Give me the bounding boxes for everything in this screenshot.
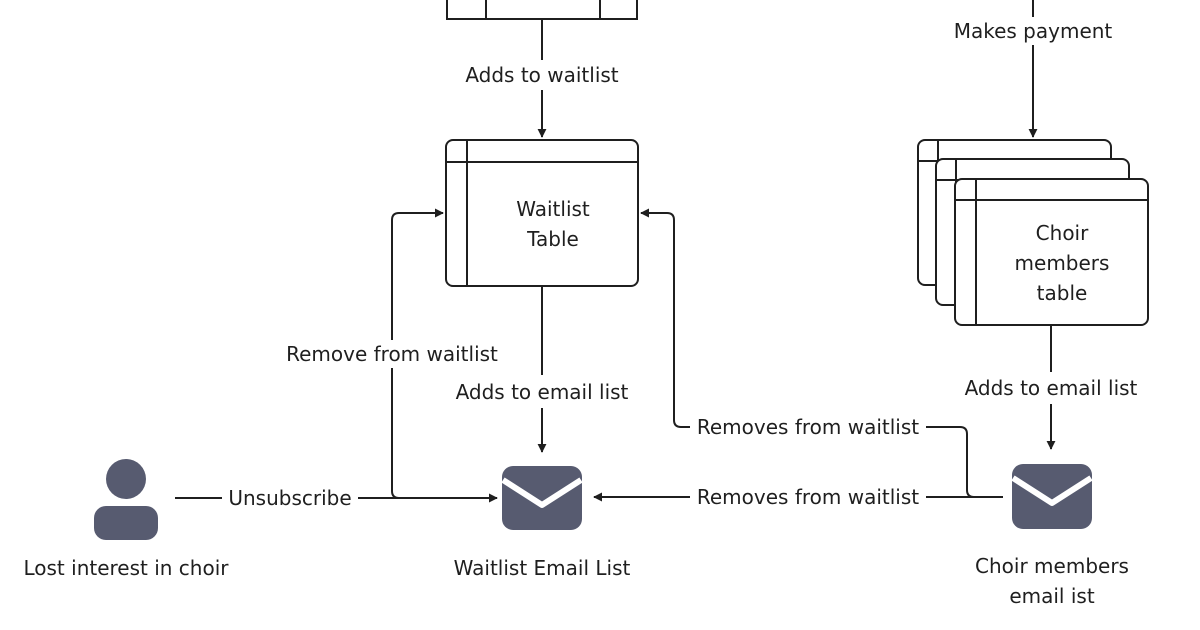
envelope-icon	[501, 466, 583, 530]
edge-label-unsubscribe: Unsubscribe	[228, 486, 351, 510]
choir-members-email-list-node: Choir members email ist	[975, 464, 1129, 608]
choir-email-list-label-line2: email ist	[1009, 584, 1094, 608]
edge-label-remove-from-waitlist: Remove from waitlist	[286, 342, 498, 366]
edge-label-makes-payment: Makes payment	[954, 19, 1113, 43]
upstream-table-fragment	[446, 0, 638, 20]
edge-label-adds-to-waitlist: Adds to waitlist	[465, 63, 618, 87]
choir-members-table-node: Choir members table	[917, 139, 1149, 326]
lost-interest-label: Lost interest in choir	[23, 556, 229, 580]
edge-label-adds-to-email-list-right: Adds to email list	[965, 376, 1138, 400]
waitlist-table-label-line2: Table	[526, 227, 579, 251]
edge-label-adds-to-email-list-left: Adds to email list	[456, 380, 629, 404]
envelope-icon	[1011, 464, 1093, 529]
choir-table-label-line2: members	[1015, 251, 1110, 275]
choir-email-list-label-line1: Choir members	[975, 554, 1129, 578]
waitlist-email-list-label: Waitlist Email List	[454, 556, 631, 580]
edge-label-removes-from-waitlist-upper: Removes from waitlist	[697, 415, 919, 439]
lost-interest-person-node: Lost interest in choir	[23, 459, 229, 580]
choir-table-label-line3: table	[1037, 281, 1088, 305]
waitlist-table-node: Waitlist Table	[445, 139, 639, 287]
waitlist-table-label-line1: Waitlist	[516, 197, 590, 221]
edge-label-removes-from-waitlist-lower: Removes from waitlist	[697, 485, 919, 509]
waitlist-email-list-node: Waitlist Email List	[454, 466, 631, 580]
edge-removes-from-waitlist-upper	[926, 426, 1003, 498]
choir-table-label-line1: Choir	[1036, 221, 1089, 245]
person-icon	[94, 459, 158, 540]
